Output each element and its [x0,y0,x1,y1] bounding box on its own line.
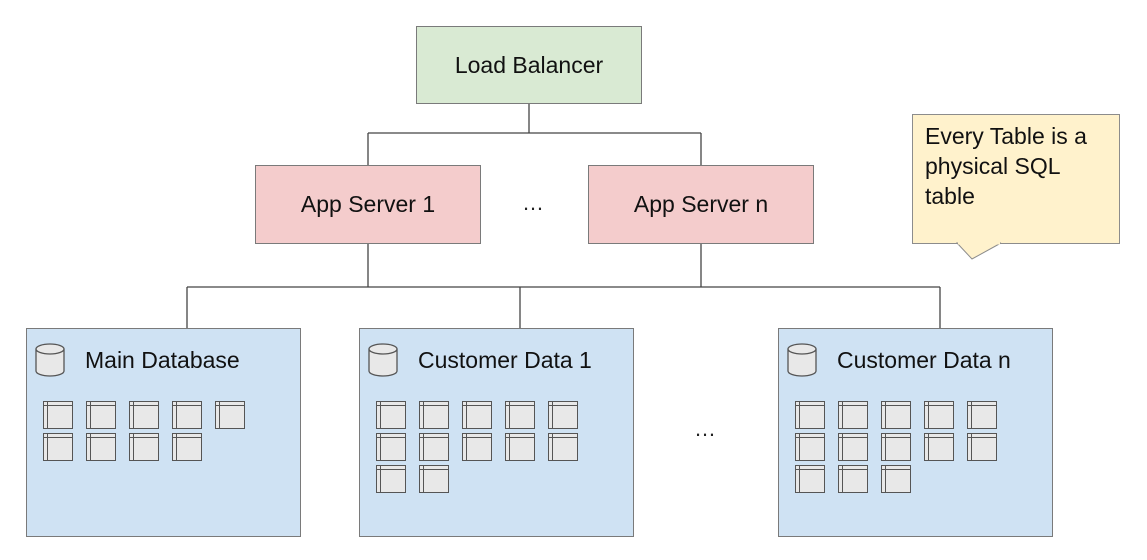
table-icon [795,433,825,461]
app-server-n-label: App Server n [633,191,769,217]
table-icon [215,401,245,429]
table-icon [43,433,73,461]
app-server-1-label: App Server 1 [300,191,436,217]
database-icon [368,343,398,377]
app-server-1-box: App Server 1 [255,165,481,244]
table-icon [795,401,825,429]
table-icon [376,465,406,493]
table-icon [924,401,954,429]
table-icon [838,401,868,429]
table-icon [924,433,954,461]
table-icon [881,433,911,461]
app-servers-ellipsis: … [522,190,544,215]
table-icon [172,401,202,429]
table-icon [419,401,449,429]
database-main: Main Database [26,328,301,537]
database-customer-n: Customer Data n [778,328,1053,537]
table-icon [86,433,116,461]
table-icon [505,401,535,429]
table-icon [881,401,911,429]
note-callout: Every Table is a physical SQL table [912,114,1120,244]
table-icon [838,433,868,461]
table-icon [376,401,406,429]
table-icon [419,433,449,461]
database-title: Customer Data n [837,346,1011,373]
database-customer-1: Customer Data 1 [359,328,634,537]
note-text: Every Table is a physical SQL table [925,123,1087,209]
databases-ellipsis: … [694,416,716,441]
table-icon [881,465,911,493]
table-icon [548,401,578,429]
table-icon [172,433,202,461]
table-icon [376,433,406,461]
table-icon [548,433,578,461]
app-server-n-box: App Server n [588,165,814,244]
table-icon [462,433,492,461]
database-icon [787,343,817,377]
database-title: Customer Data 1 [418,346,592,373]
table-icon [462,401,492,429]
table-icon [967,433,997,461]
load-balancer-box: Load Balancer [416,26,642,104]
load-balancer-label: Load Balancer [454,51,604,78]
table-icon [86,401,116,429]
table-icon [419,465,449,493]
database-title: Main Database [85,346,240,373]
database-icon [35,343,65,377]
table-icon [967,401,997,429]
table-icon [43,401,73,429]
table-icon [129,433,159,461]
table-icon [795,465,825,493]
table-icon [838,465,868,493]
table-icon [129,401,159,429]
table-icon [505,433,535,461]
